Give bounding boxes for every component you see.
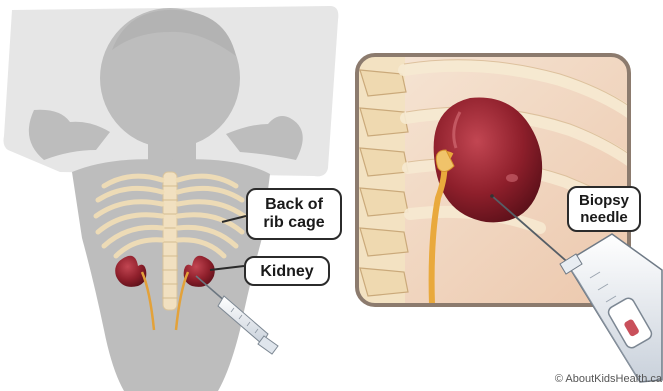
- biopsy-device: [560, 234, 662, 382]
- back-of-rib-cage-label-line-1: Back of: [248, 196, 340, 214]
- kidney-label-text: Kidney: [260, 263, 313, 280]
- biopsy-needle-label: Biopsy needle: [567, 186, 641, 232]
- inset-spine: [357, 55, 408, 305]
- kidney-label: Kidney: [244, 256, 330, 286]
- back-of-rib-cage-label: Back of rib cage: [246, 188, 342, 240]
- back-of-rib-cage-label-line-2: rib cage: [248, 214, 340, 232]
- biopsy-needle-label-line-1: Biopsy: [569, 192, 639, 209]
- biopsy-needle-label-line-2: needle: [569, 209, 639, 226]
- copyright-notice: © AboutKidsHealth.ca: [512, 373, 662, 385]
